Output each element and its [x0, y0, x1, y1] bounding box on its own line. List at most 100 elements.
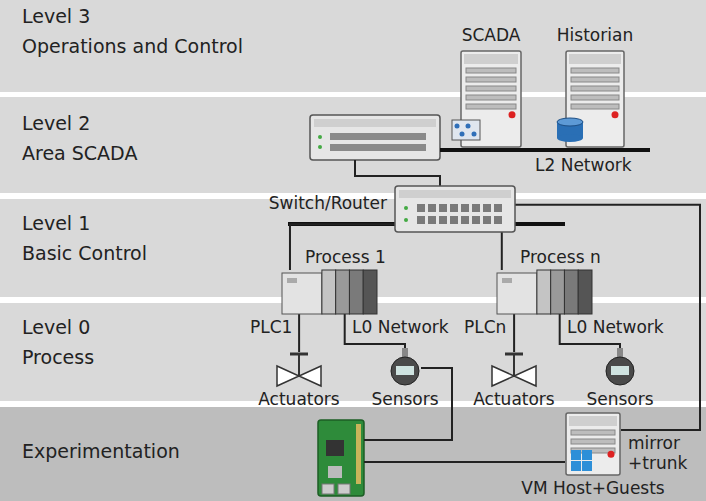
switch-port	[428, 216, 436, 224]
switch-face	[399, 190, 511, 198]
plc-module	[322, 270, 336, 314]
server-bay	[466, 104, 516, 109]
text-slot: PLC1	[250, 318, 292, 338]
server-bay	[571, 104, 619, 109]
switch-port	[428, 204, 436, 212]
sensor-display	[611, 366, 629, 375]
sensor-head	[606, 357, 634, 385]
plc-module	[578, 270, 592, 314]
device-label: PLCn	[464, 318, 506, 338]
level-label: Process	[22, 347, 94, 369]
db-top	[557, 118, 583, 126]
hmi-dot	[472, 132, 477, 137]
scada-server-shape	[460, 50, 522, 148]
level-label: Level 3	[22, 6, 90, 28]
text-slot: Process	[22, 347, 94, 369]
pi-usb	[338, 484, 350, 494]
device-label: SCADA	[462, 26, 521, 46]
switch-port	[417, 216, 425, 224]
valve-body	[277, 366, 321, 386]
valve-stem	[298, 354, 300, 376]
switch-port	[461, 204, 469, 212]
plc: Process nPLCn	[497, 270, 592, 314]
server-bay	[466, 68, 516, 73]
windows-logo	[571, 450, 581, 460]
level-label: Level 0	[22, 317, 90, 339]
switch-face	[314, 119, 436, 127]
text-slot: VM Host+Guests	[521, 479, 664, 499]
actuator-valve-shape	[275, 352, 323, 388]
network-link	[290, 224, 395, 270]
network-label: L2 Network	[535, 156, 632, 176]
server-bay	[571, 68, 619, 73]
scada-server: SCADA	[460, 50, 522, 148]
switch-port	[472, 204, 480, 212]
label-slot: L2 Network	[535, 156, 632, 176]
text-slot: Process 1	[305, 248, 386, 268]
switch-port	[417, 204, 425, 212]
switch-router-shape	[395, 186, 515, 232]
network-label: mirror +trunk	[628, 434, 694, 473]
windows-logo	[571, 461, 581, 471]
sensor-gauge-shape	[389, 348, 421, 386]
valve-icon	[492, 354, 536, 386]
uplink-wire	[355, 160, 440, 187]
plc-cpu	[497, 273, 537, 314]
l2-bus	[440, 148, 650, 152]
plc-module	[551, 270, 565, 314]
historian-server: Historian	[565, 50, 625, 148]
server-bay	[466, 86, 516, 91]
device-label: Sensors	[371, 390, 438, 410]
server-bay	[571, 77, 619, 82]
switch-port	[472, 216, 480, 224]
power-light	[608, 451, 615, 458]
device-label: Historian	[557, 26, 633, 46]
switch-port	[483, 204, 491, 212]
server-bay	[466, 95, 516, 100]
plc-shape	[282, 270, 377, 314]
network-link	[513, 314, 515, 352]
switch-ports	[330, 144, 426, 151]
text-slot: PLCn	[464, 318, 506, 338]
plc-badge	[502, 278, 512, 283]
switch-port	[450, 204, 458, 212]
sensor-icon	[606, 348, 634, 385]
vm-host: VM Host+Guests	[565, 412, 621, 476]
switch-icon	[395, 186, 515, 232]
label-slot: L0 Network	[567, 318, 664, 338]
text-slot: Sensors	[371, 390, 438, 410]
plc-icon	[497, 270, 592, 314]
network-label: L0 Network	[567, 318, 664, 338]
device-label: Process n	[520, 248, 601, 268]
text-slot: Level 2	[22, 113, 90, 135]
hmi-panel	[452, 120, 480, 140]
windows-logo	[582, 450, 592, 460]
pi-chip	[328, 466, 342, 478]
plc-icon	[282, 270, 377, 314]
label-slot: mirror +trunk	[628, 434, 694, 473]
plc: Process 1PLC1	[282, 270, 377, 314]
level-label: Operations and Control	[22, 36, 243, 58]
text-slot: Actuators	[473, 390, 554, 410]
hmi-dot	[466, 124, 471, 129]
pi-board	[318, 420, 364, 496]
text-slot: Experimentation	[22, 441, 180, 463]
switch-body	[395, 186, 515, 232]
raspberry-pi	[318, 420, 364, 496]
pi-chip	[326, 440, 344, 456]
level-label: Experimentation	[22, 441, 180, 463]
switch-ports	[330, 133, 426, 140]
switch-port	[439, 204, 447, 212]
sensor-gauge-shape	[604, 348, 636, 386]
pi-link-wire	[364, 461, 565, 463]
server-icon	[557, 51, 624, 147]
actuator-valve: Actuators	[275, 352, 323, 388]
plc-module	[363, 270, 377, 314]
server-bay	[571, 86, 619, 91]
server-icon	[452, 51, 521, 147]
historian-server-shape	[565, 50, 625, 148]
sensor-icon	[391, 348, 419, 385]
level-label: Level 1	[22, 213, 90, 235]
device-label: Actuators	[258, 390, 339, 410]
